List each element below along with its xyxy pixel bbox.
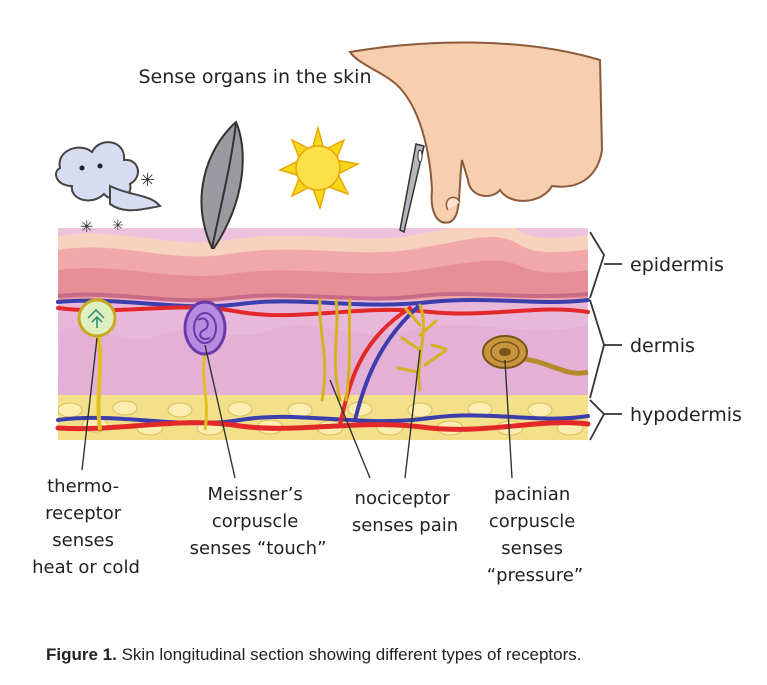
- thermoreceptor: [77, 298, 117, 431]
- needle-icon: [399, 143, 425, 234]
- svg-text:✳: ✳: [112, 218, 124, 234]
- layer-brackets: [589, 231, 622, 441]
- figure-caption-text: Skin longitudinal section showing differ…: [116, 645, 582, 664]
- sun-icon: [277, 125, 361, 211]
- skin-diagram: Sense organs in the skin: [32, 41, 742, 586]
- label-hypodermis: hypodermis: [630, 404, 742, 426]
- label-thermoreceptor: thermo- receptor senses heat or cold: [32, 476, 140, 578]
- leader-lines: [81, 337, 513, 479]
- blood-vessels: [55, 298, 591, 432]
- label-meissner: Meissner’s corpuscle senses “touch”: [190, 484, 327, 559]
- label-pacinian: pacinian corpuscle senses “pressure”: [487, 484, 583, 586]
- skin-cross-section: [58, 228, 588, 440]
- diagram-title: Sense organs in the skin: [138, 66, 371, 88]
- finger-icon: [348, 41, 604, 224]
- meissner-corpuscle: [183, 300, 227, 431]
- label-epidermis: epidermis: [630, 254, 724, 276]
- figure-caption: Figure 1. Skin longitudinal section show…: [46, 645, 581, 665]
- cold-cloud-icon: ✳ ✳ ✳: [55, 141, 162, 236]
- nociceptor-endings: [318, 298, 448, 402]
- figure-caption-label: Figure 1.: [46, 645, 117, 664]
- svg-text:✳: ✳: [80, 217, 93, 236]
- svg-text:✳: ✳: [140, 170, 155, 191]
- label-nociceptor: nociceptor senses pain: [352, 488, 458, 536]
- label-dermis: dermis: [630, 335, 695, 357]
- feather-icon: [200, 120, 244, 249]
